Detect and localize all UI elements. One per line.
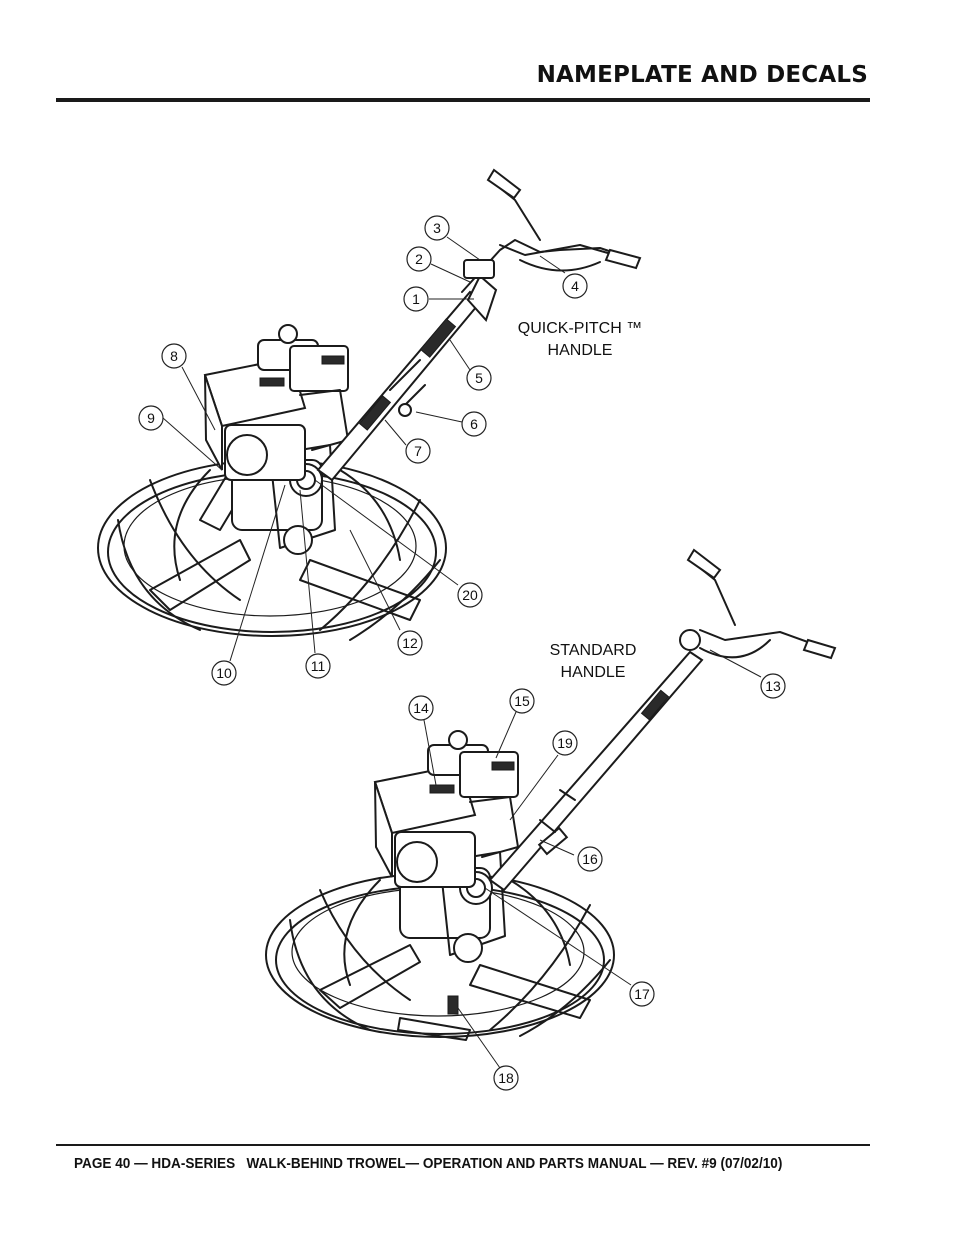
svg-text:16: 16 [582,851,598,867]
svg-text:9: 9 [147,410,155,426]
svg-text:6: 6 [470,416,478,432]
svg-text:14: 14 [413,700,429,716]
svg-text:20: 20 [462,587,478,603]
callout-10: 10 [211,660,237,686]
callout-6: 6 [461,411,487,437]
callout-14: 14 [408,695,434,721]
callout-17: 17 [629,981,655,1007]
callout-18: 18 [493,1065,519,1091]
page-footer: PAGE 40 — HDA-SERIES WALK-BEHIND TROWEL—… [74,1156,783,1172]
callout-11: 11 [305,653,331,679]
callout-19: 19 [552,730,578,756]
callout-3: 3 [424,215,450,241]
callout-1: 1 [403,286,429,312]
quick-pitch-trowel-drawing [97,168,642,641]
svg-text:10: 10 [216,665,232,681]
svg-text:1: 1 [412,291,420,307]
svg-text:18: 18 [498,1070,514,1086]
callout-16: 16 [577,846,603,872]
svg-text:15: 15 [514,693,530,709]
callout-9: 9 [138,405,164,431]
callout-12: 12 [397,630,423,656]
page-title: NAMEPLATE AND DECALS [536,62,868,88]
svg-text:7: 7 [414,443,422,459]
quick-pitch-label-line2: HANDLE [548,342,613,359]
callout-15: 15 [509,688,535,714]
svg-text:4: 4 [571,278,579,294]
callout-5: 5 [466,365,492,391]
svg-text:5: 5 [475,370,483,386]
title-rule [56,98,870,102]
callout-13: 13 [760,673,786,699]
callout-7: 7 [405,438,431,464]
svg-text:11: 11 [311,658,326,674]
svg-text:8: 8 [170,348,178,364]
leader-lines [162,236,762,1069]
svg-text:13: 13 [765,678,781,694]
callout-4: 4 [562,273,588,299]
svg-text:2: 2 [415,251,423,267]
svg-text:3: 3 [433,220,441,236]
standard-label-line2: HANDLE [561,664,626,681]
svg-text:19: 19 [557,735,573,751]
footer-rule [56,1144,870,1146]
standard-trowel-drawing [265,548,837,1041]
callout-8: 8 [161,343,187,369]
callout-20: 20 [457,582,483,608]
svg-text:12: 12 [402,635,418,651]
svg-text:17: 17 [634,986,650,1002]
standard-label-line1: STANDARD [550,642,637,659]
callout-2: 2 [406,246,432,272]
quick-pitch-label-line1: QUICK-PITCH ™ [518,320,642,337]
